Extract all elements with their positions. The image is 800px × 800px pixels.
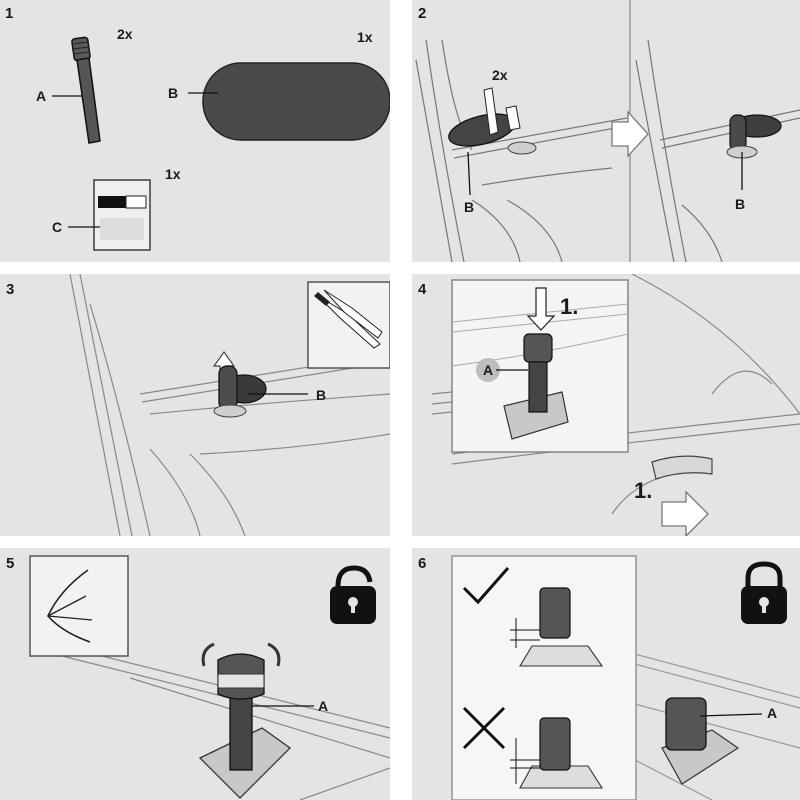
step-number: 4 (418, 281, 427, 298)
part-a-count: 2x (117, 26, 133, 42)
step-number: 2 (418, 5, 427, 22)
part-c-count: 1x (165, 166, 181, 182)
pliers-icon (307, 281, 390, 369)
step-4-panel: 4 A 1. 1. (412, 274, 800, 536)
tape-count: 2x (492, 67, 508, 83)
part-b-label: B (464, 199, 475, 215)
step-number: 5 (6, 555, 15, 572)
next-arrow-icon (611, 110, 649, 158)
part-a-label: A (767, 705, 778, 721)
step-3-drawing (69, 274, 390, 536)
step-1-drawing (52, 36, 390, 251)
step-5-drawing (29, 555, 390, 800)
step-marker-bottom: 1. (634, 478, 653, 503)
step-4-drawing (431, 274, 800, 536)
cross-icon (462, 706, 506, 750)
locked-padlock-icon (741, 561, 787, 624)
part-b-label: B (316, 387, 327, 403)
lock-pin-part (71, 36, 101, 144)
part-a-label: A (483, 362, 494, 378)
step-6-drawing (451, 555, 800, 800)
unlocked-padlock-icon (330, 565, 376, 624)
adhesive-pad-part (202, 62, 390, 141)
step-marker-top: 1. (560, 294, 579, 319)
step-number: 3 (6, 281, 15, 298)
step-3-panel: 3 B (0, 274, 390, 536)
step-2-drawing (415, 0, 800, 262)
step-number: 6 (418, 555, 427, 572)
push-down-arrow-icon (526, 287, 556, 331)
step-5-panel: 5 A (0, 548, 390, 800)
pull-handle-arrow-icon (661, 490, 709, 536)
part-b-count: 1x (357, 29, 373, 45)
step-6-panel: 6 A (412, 548, 800, 800)
part-a-label: A (36, 88, 47, 104)
check-mark-icon (462, 567, 510, 605)
step-2-panel: 2 2x B B (412, 0, 800, 262)
part-b-label-applied: B (735, 196, 746, 212)
step-number: 1 (5, 5, 14, 22)
eye-icon (29, 555, 129, 657)
part-c-label: C (52, 219, 63, 235)
step-1-panel: 1 A 2x B 1x C 1x (0, 0, 390, 262)
part-b-label: B (168, 85, 179, 101)
part-a-label: A (318, 698, 329, 714)
template-card-part (93, 179, 151, 251)
